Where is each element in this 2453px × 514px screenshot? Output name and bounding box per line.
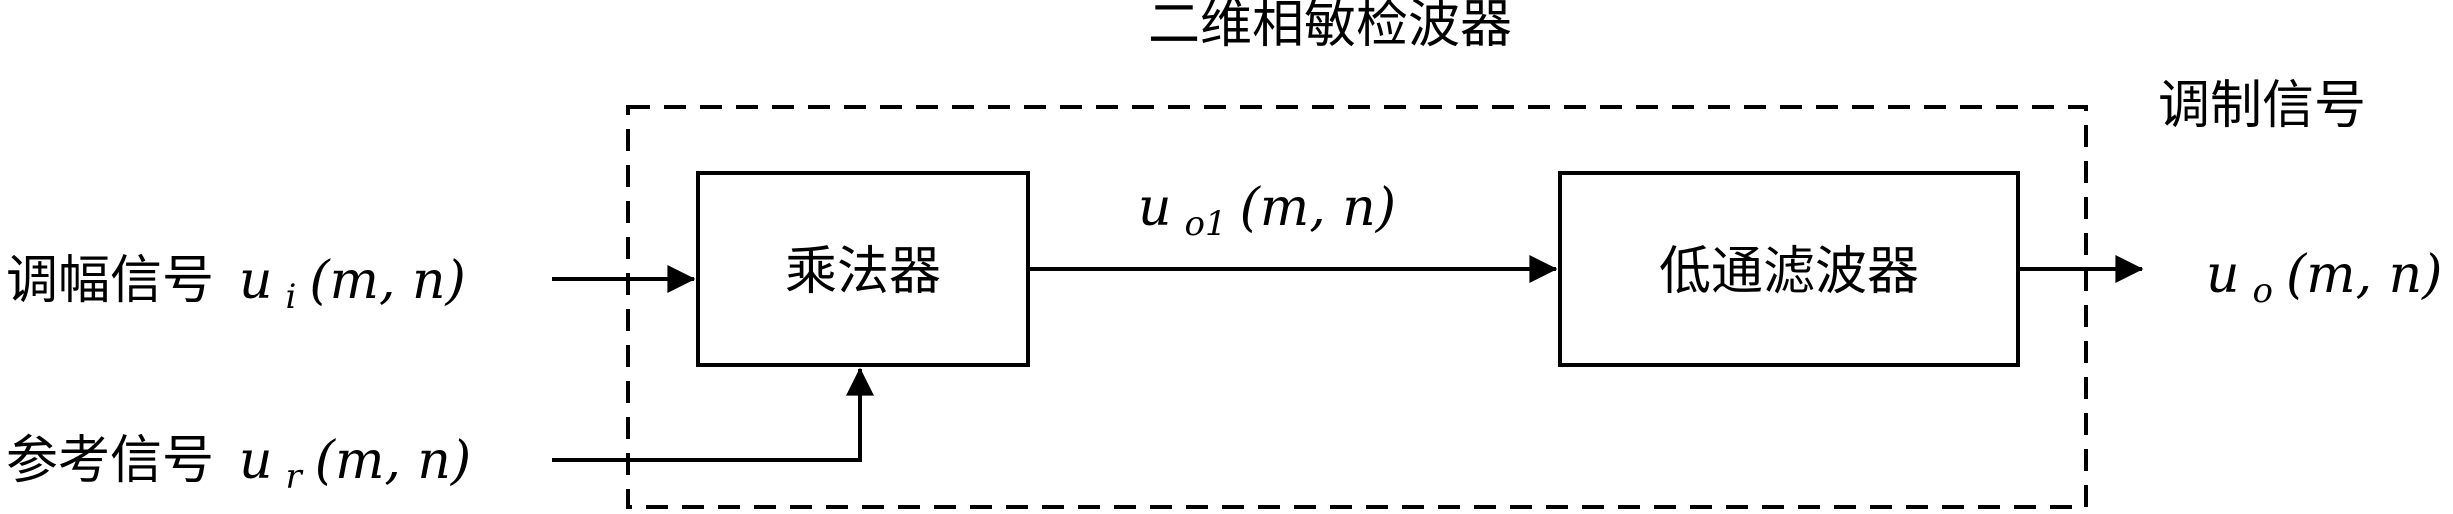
reference-input-arrow (552, 367, 874, 462)
detector-dashed-boundary (626, 105, 2088, 509)
modulated-signal-args: (m, n) (309, 251, 465, 311)
lowpass-filter-label: 低通滤波器 (1659, 242, 1919, 302)
reference-signal-symbol: u (239, 431, 273, 491)
modulated-signal-subscript: i (286, 277, 297, 317)
output-signal-subscript: o (2253, 271, 2273, 311)
intermediate-signal-symbol: u (1138, 178, 1172, 238)
reference-signal-args: (m, n) (315, 431, 471, 491)
reference-signal-subscript: r (286, 457, 304, 497)
lowpass-filter-block (1558, 171, 2020, 367)
diagram-title: 二维相敏检波器 (1148, 0, 1512, 55)
modulated-signal-symbol: u (239, 251, 273, 311)
intermediate-signal-args: (m, n) (1240, 178, 1396, 238)
output-signal-label: u o (m, n) (2206, 245, 2442, 314)
reference-signal-name: 参考信号 (6, 431, 214, 491)
reference-signal-label: 参考信号 u r (m, n) (6, 431, 471, 500)
multiplier-label: 乘法器 (785, 242, 941, 302)
output-signal-args: (m, n) (2286, 245, 2442, 305)
multiplier-block (696, 171, 1030, 367)
intermediate-signal-label: u o1 (m, n) (1138, 178, 1396, 247)
group-label: 调制信号 (2158, 76, 2366, 136)
modulated-signal-label: 调幅信号 u i (m, n) (6, 251, 466, 320)
modulated-signal-name: 调幅信号 (6, 251, 214, 311)
output-signal-symbol: u (2206, 245, 2240, 305)
intermediate-signal-subscript: o1 (1185, 204, 1227, 244)
